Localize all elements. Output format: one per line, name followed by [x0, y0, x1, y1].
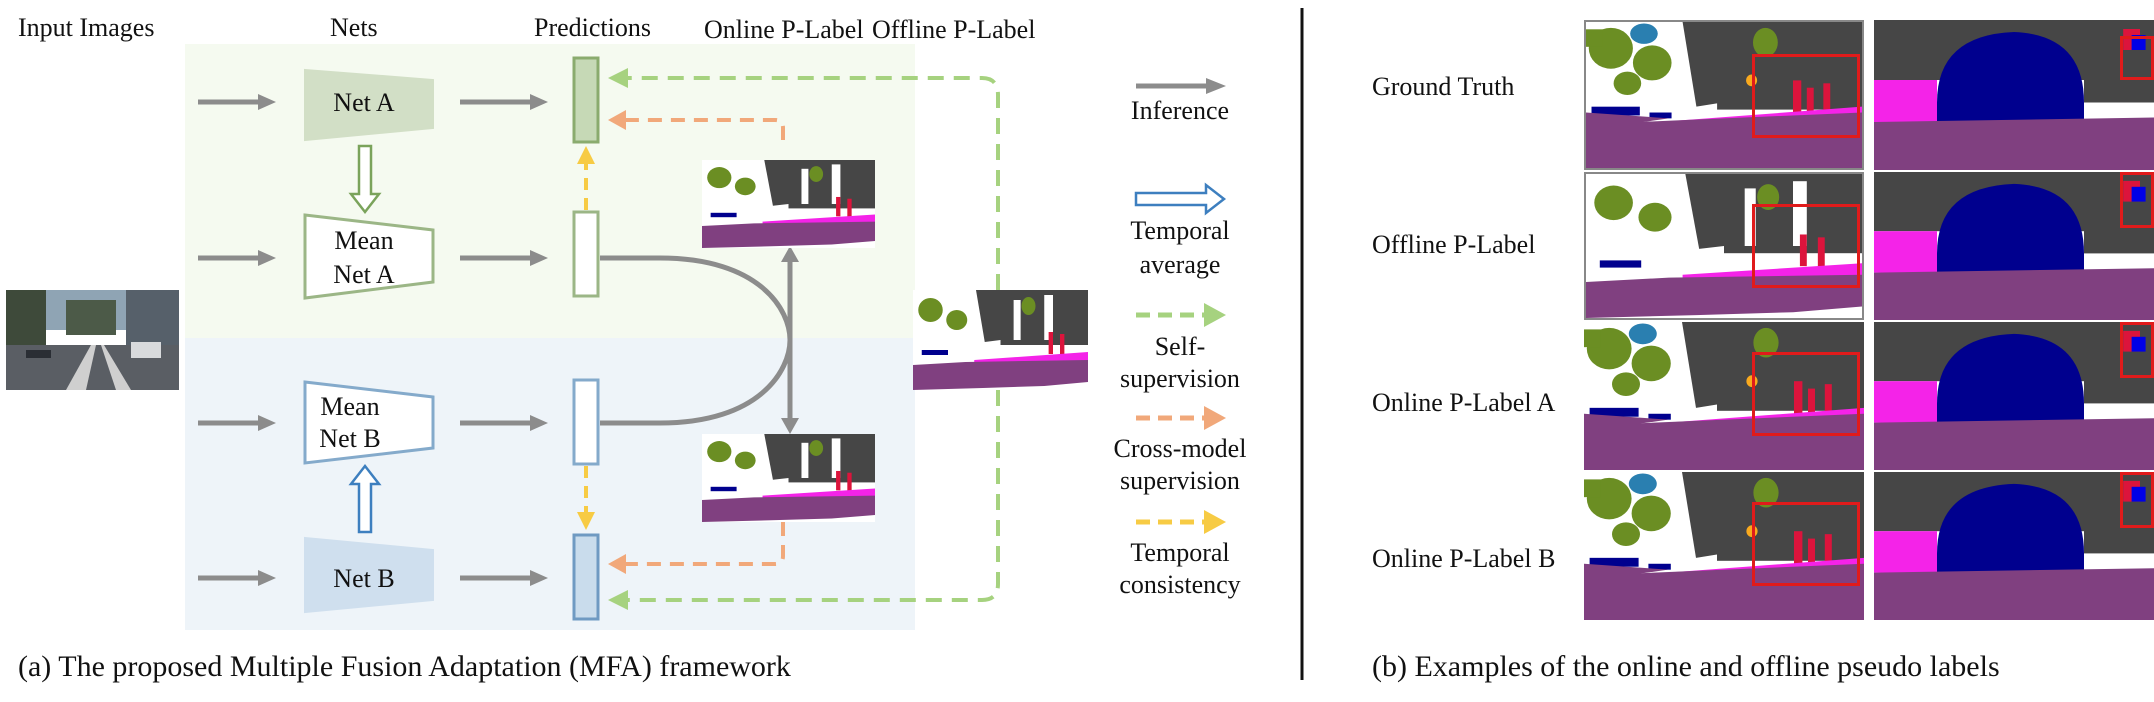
- header-offline-plabel: Offline P-Label: [872, 15, 1036, 44]
- prediction-mean-net-a: [572, 210, 600, 298]
- legend-cross-model-1: Cross-model: [1113, 434, 1247, 463]
- offline-plabel-image: [913, 290, 1088, 390]
- inference-arrows: [198, 94, 548, 586]
- mean-net-b-block: [303, 380, 435, 465]
- offline-street-image: [1584, 172, 1864, 320]
- row-label-offline-plabel: Offline P-Label: [1372, 230, 1536, 259]
- row-label-online-plabel-b: Online P-Label B: [1372, 544, 1556, 573]
- legend-inference: Inference: [1130, 96, 1230, 125]
- header-nets: Nets: [330, 13, 378, 42]
- mean-net-b-label-1: Mean: [320, 392, 380, 421]
- highlight-box: [2120, 172, 2154, 228]
- highlight-box: [1752, 502, 1860, 586]
- prediction-mean-net-b: [572, 378, 600, 466]
- legend-cross-model-2: supervision: [1120, 466, 1240, 495]
- cross-model-arrows: [626, 118, 785, 566]
- highlight-box: [1752, 204, 1860, 288]
- legend-self-supervision-2: supervision: [1120, 364, 1240, 393]
- fusion-arrow-up: [781, 246, 799, 262]
- legend-arrows: [1134, 78, 1227, 534]
- fusion-arrow-down: [781, 418, 799, 434]
- legend-self-supervision-1: Self-: [1154, 332, 1206, 361]
- gt-car-image: [1874, 20, 2154, 170]
- caption-panel-b: (b) Examples of the online and offline p…: [1372, 650, 2000, 683]
- self-supervision-arrows: [628, 76, 1000, 602]
- mean-net-a-label-2: Net A: [333, 260, 395, 289]
- row-label-ground-truth: Ground Truth: [1372, 72, 1515, 101]
- mean-net-a-block: [303, 213, 435, 300]
- header-online-plabel: Online P-Label: [704, 15, 864, 44]
- highlight-box: [2120, 322, 2154, 378]
- prediction-net-b: [572, 533, 600, 621]
- temporal-average-arrows: [348, 144, 382, 534]
- online-b-car-image: [1874, 472, 2154, 620]
- input-image: [6, 290, 179, 390]
- offline-car-image: [1874, 172, 2154, 320]
- legend-temporal-consistency-1: Temporal: [1130, 538, 1230, 567]
- legend-temporal-average-1: Temporal: [1130, 216, 1230, 245]
- fusion-curves: [600, 255, 793, 426]
- online-a-car-image: [1874, 322, 2154, 470]
- net-a-block: [304, 68, 434, 142]
- header-input-images: Input Images: [18, 13, 155, 42]
- net-a-label: Net A: [333, 88, 395, 117]
- row-label-online-plabel-a: Online P-Label A: [1372, 388, 1556, 417]
- header-predictions: Predictions: [534, 13, 651, 42]
- gt-street-image: [1584, 20, 1864, 170]
- highlight-box: [2120, 472, 2154, 528]
- legend-temporal-consistency-2: consistency: [1119, 570, 1241, 599]
- online-plabel-a-image: [702, 160, 875, 248]
- legend-temporal-average-2: average: [1139, 250, 1221, 279]
- online-plabel-b-image: [702, 434, 875, 522]
- caption-panel-a: (a) The proposed Multiple Fusion Adaptat…: [18, 650, 791, 683]
- mean-net-a-label-1: Mean: [334, 226, 394, 255]
- net-b-label: Net B: [333, 564, 395, 593]
- prediction-net-a: [572, 56, 600, 144]
- net-b-block: [304, 536, 434, 614]
- highlight-box: [2120, 36, 2154, 80]
- mean-net-b-label-2: Net B: [319, 424, 381, 453]
- highlight-box: [1752, 352, 1860, 436]
- highlight-box: [1752, 54, 1860, 138]
